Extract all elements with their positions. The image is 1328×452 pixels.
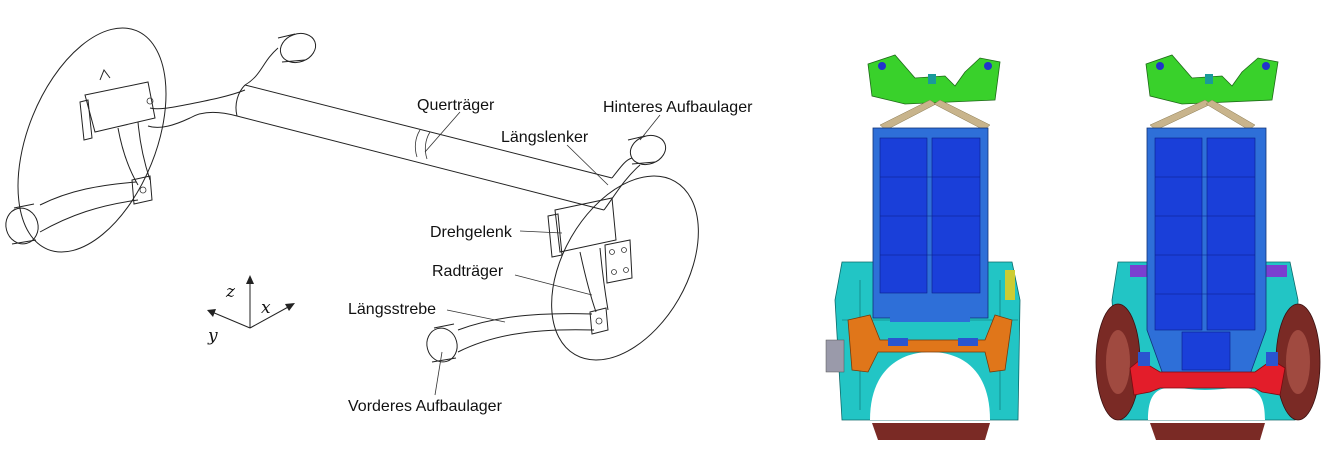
leader-lines [424, 111, 661, 396]
axis-x-label: x [261, 298, 271, 318]
front-subframe-2 [1145, 54, 1279, 131]
left-trailing-arm [147, 32, 317, 128]
cross-beam [235, 84, 613, 211]
label-drehgelenk: Drehgelenk [430, 224, 513, 241]
right-wheel-carrier [547, 197, 633, 335]
front-subframe [867, 54, 1001, 131]
left-wheel-carrier [79, 68, 156, 205]
label-laengsstrebe: Längsstrebe [348, 301, 436, 318]
right-rear-mount [603, 134, 667, 211]
right-wheel-disc [551, 175, 699, 361]
fe-model-red-axle [1095, 54, 1321, 440]
fe-model-orange-axle [825, 54, 1021, 440]
rear-axle-red [1129, 352, 1286, 396]
left-wheel-disc [17, 27, 167, 253]
label-laengslenker: Längslenker [501, 129, 589, 146]
battery-pack [872, 127, 989, 322]
axis-z-label: z [225, 282, 236, 302]
coordinate-axes: z x y [207, 275, 295, 346]
battery-pack-2 [1146, 127, 1267, 381]
label-quertraeger: Querträger [417, 97, 495, 114]
axle-line-drawing: Querträger Hinteres Aufbaulager Längslen… [5, 27, 753, 415]
rear-wheels [1095, 303, 1321, 421]
right-front-strut [426, 313, 595, 363]
label-hinteres-aufbaulager: Hinteres Aufbaulager [603, 99, 753, 116]
left-front-strut [5, 181, 139, 245]
label-vorderes-aufbaulager: Vorderes Aufbaulager [348, 398, 503, 415]
rear-axle-orange [825, 314, 1013, 373]
axis-y-label: y [207, 326, 218, 346]
label-radtraeger: Radträger [432, 263, 504, 280]
